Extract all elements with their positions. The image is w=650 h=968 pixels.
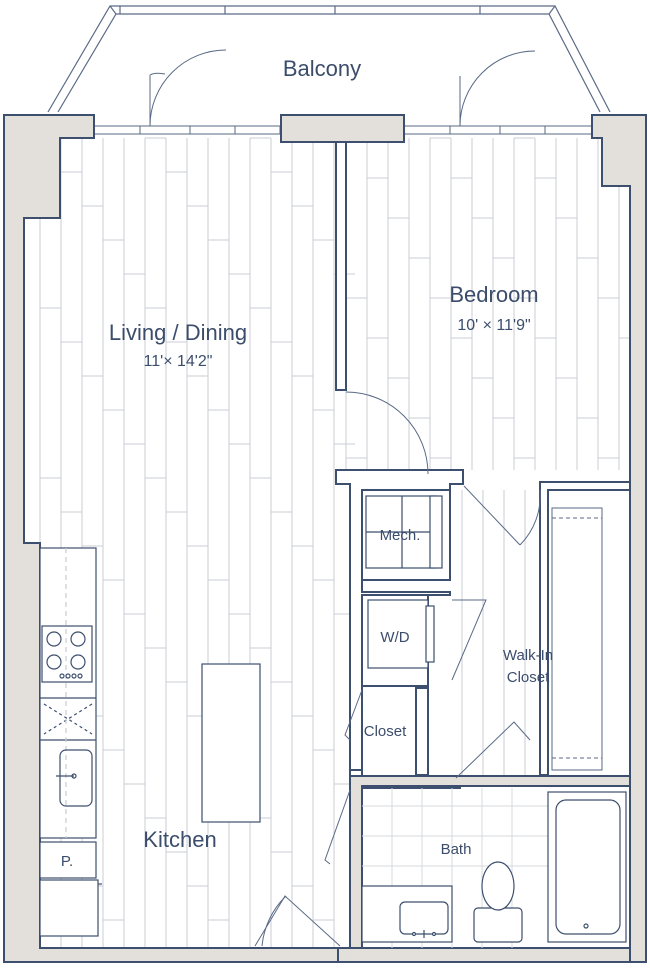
toilet-icon [473, 861, 523, 943]
room-label-bedroom: Bedroom [449, 282, 538, 307]
kitchen-counter [39, 547, 97, 839]
mech-unit [365, 495, 443, 569]
room-label-balcony: Balcony [283, 56, 361, 81]
room-label-walk-in-line2: Closet [507, 669, 550, 686]
room-label-pantry: P. [61, 853, 73, 870]
room-label-closet: Closet [364, 723, 407, 740]
room-dims-bedroom: 10' × 11'9" [457, 317, 530, 334]
room-label-kitchen: Kitchen [143, 827, 216, 852]
pantry-fridge [39, 841, 102, 937]
bathtub-icon [547, 791, 627, 943]
room-label-living-dining: Living / Dining [109, 320, 247, 345]
closet-shelving [551, 507, 603, 771]
room-label-washer-dryer: W/D [380, 629, 409, 646]
interior-doors [254, 391, 541, 947]
room-dims-living-dining: 11'× 14'2" [144, 353, 213, 370]
washer-dryer [367, 599, 435, 669]
room-label-bath: Bath [441, 841, 472, 858]
bath-vanity-icon [361, 885, 453, 943]
room-label-walk-in-line1: Walk-In [503, 647, 553, 664]
balcony-railing [47, 5, 611, 113]
balcony-doors [149, 49, 536, 127]
kitchen-island [201, 663, 261, 823]
cooktop-icon [41, 625, 93, 683]
room-label-mech: Mech. [380, 527, 421, 544]
kitchen-sink-icon [56, 749, 93, 807]
bath-walls [337, 775, 631, 963]
